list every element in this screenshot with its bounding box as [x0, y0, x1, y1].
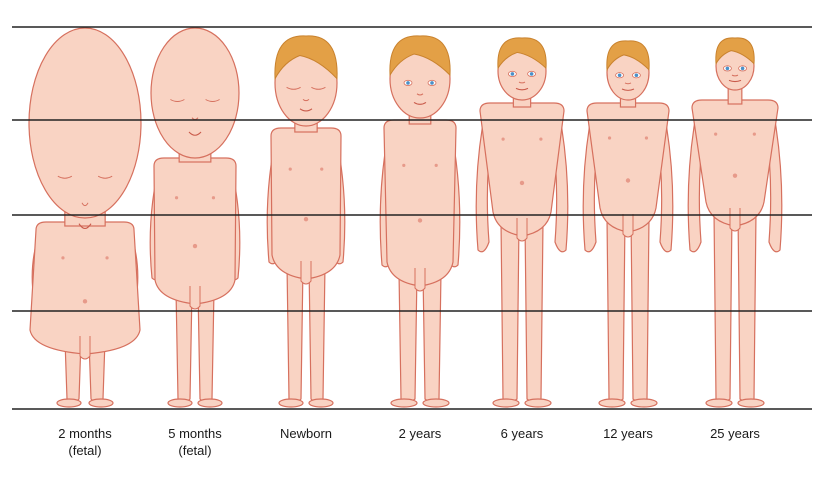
figure-stage-6	[583, 41, 673, 407]
foot	[631, 399, 657, 407]
figure-stage-3	[267, 36, 345, 407]
left-leg	[525, 222, 543, 402]
caption-newborn: Newborn	[256, 425, 356, 442]
foot	[89, 399, 113, 407]
caption-label: 6 years	[472, 425, 572, 442]
foot	[738, 399, 764, 407]
head	[151, 28, 239, 158]
nipple	[212, 196, 215, 199]
caption-2-years: 2 years	[370, 425, 470, 442]
nipple	[61, 256, 64, 259]
torso	[271, 128, 341, 279]
torso	[692, 100, 778, 226]
groin-detail	[730, 208, 740, 231]
foot	[168, 399, 192, 407]
caption-label: 12 years	[578, 425, 678, 442]
foot	[391, 399, 417, 407]
foot	[706, 399, 732, 407]
caption-25-years: 25 years	[685, 425, 785, 442]
foot	[423, 399, 449, 407]
iris	[430, 81, 434, 85]
groin-detail	[301, 261, 311, 284]
nipple	[608, 136, 611, 139]
caption-label: 2 months	[35, 425, 135, 442]
iris	[406, 81, 410, 85]
caption-label: 25 years	[685, 425, 785, 442]
figure-stage-2	[150, 28, 240, 407]
navel	[418, 218, 422, 222]
nipple	[714, 133, 717, 136]
foot	[279, 399, 303, 407]
groin-detail	[623, 214, 633, 237]
nipple	[402, 164, 405, 167]
right-leg	[607, 218, 625, 402]
torso	[30, 222, 140, 354]
caption-6-years: 6 years	[472, 425, 572, 442]
torso	[587, 103, 669, 232]
foot	[525, 399, 551, 407]
caption-label: 2 years	[370, 425, 470, 442]
right-leg	[501, 222, 519, 402]
figures-layer	[29, 28, 782, 407]
left-leg	[631, 218, 649, 402]
caption-12-years: 12 years	[578, 425, 678, 442]
caption-5-months: 5 months (fetal)	[145, 425, 245, 459]
groin-detail	[415, 268, 425, 291]
right-leg	[176, 290, 192, 402]
foot	[599, 399, 625, 407]
navel	[626, 178, 630, 182]
figure-stage-4	[380, 36, 460, 407]
navel	[520, 181, 524, 185]
figure-stage-7	[688, 38, 782, 407]
iris	[618, 73, 622, 77]
caption-sublabel: (fetal)	[35, 442, 135, 459]
groin-detail	[190, 286, 200, 309]
nipple	[645, 136, 648, 139]
figure-stage-1	[29, 28, 141, 407]
iris	[511, 72, 515, 76]
nipple	[539, 138, 542, 141]
foot	[309, 399, 333, 407]
nipple	[289, 168, 292, 171]
caption-2-months: 2 months (fetal)	[35, 425, 135, 459]
navel	[83, 299, 87, 303]
right-leg	[287, 265, 303, 402]
groin-detail	[80, 336, 90, 359]
foot	[57, 399, 81, 407]
left-leg	[198, 290, 214, 402]
left-leg	[738, 212, 756, 402]
iris	[741, 67, 745, 71]
groin-detail	[517, 218, 527, 241]
caption-sublabel: (fetal)	[145, 442, 245, 459]
nipple	[435, 164, 438, 167]
navel	[733, 173, 737, 177]
nipple	[320, 168, 323, 171]
caption-label: Newborn	[256, 425, 356, 442]
torso	[384, 120, 456, 286]
iris	[530, 72, 534, 76]
nipple	[502, 138, 505, 141]
right-leg	[714, 212, 732, 402]
iris	[635, 73, 639, 77]
right-leg	[399, 272, 417, 402]
foot	[198, 399, 222, 407]
nipple	[753, 133, 756, 136]
left-leg	[309, 265, 325, 402]
caption-label: 5 months	[145, 425, 245, 442]
foot	[493, 399, 519, 407]
navel	[304, 217, 308, 221]
left-leg	[423, 272, 441, 402]
navel	[193, 244, 197, 248]
nipple	[105, 256, 108, 259]
nipple	[175, 196, 178, 199]
torso	[480, 103, 564, 236]
torso	[154, 158, 236, 304]
iris	[726, 67, 730, 71]
head	[29, 28, 141, 218]
figure-stage-5	[476, 38, 568, 407]
